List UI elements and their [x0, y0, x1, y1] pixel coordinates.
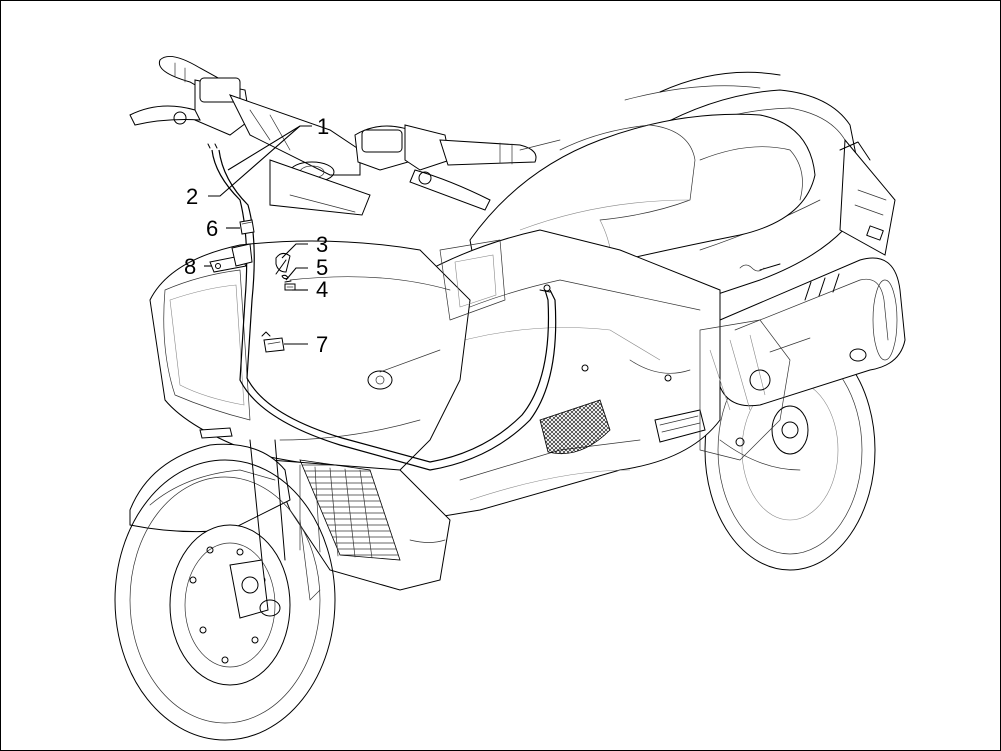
engine-area [629, 319, 801, 471]
lower-fairing [269, 459, 451, 591]
part-8-bracket [209, 243, 253, 273]
callout-8: 8 [184, 254, 196, 279]
control-cables [207, 143, 557, 471]
callout-labels: 1 2 3 4 5 6 7 8 [184, 114, 329, 357]
callout-1: 1 [317, 114, 329, 139]
leader-3 [281, 243, 308, 259]
front-fender [129, 443, 291, 533]
callout-5: 5 [316, 255, 328, 280]
callout-4: 4 [316, 277, 328, 302]
callout-3: 3 [316, 232, 328, 257]
part-6-clip [239, 219, 255, 235]
callout-7: 7 [316, 332, 328, 357]
exhaust-muffler [717, 257, 906, 407]
callout-6: 6 [206, 216, 218, 241]
part-4-screw [284, 283, 296, 291]
part-7-connector [261, 331, 285, 353]
leader-2 [208, 125, 301, 197]
front-fairing [149, 239, 506, 471]
callout-2: 2 [186, 184, 198, 209]
front-wheel [114, 439, 336, 741]
handlebar-assembly [129, 55, 561, 216]
part-3-switch [275, 252, 291, 275]
leader-lines [204, 125, 312, 345]
leader-5 [285, 267, 308, 281]
